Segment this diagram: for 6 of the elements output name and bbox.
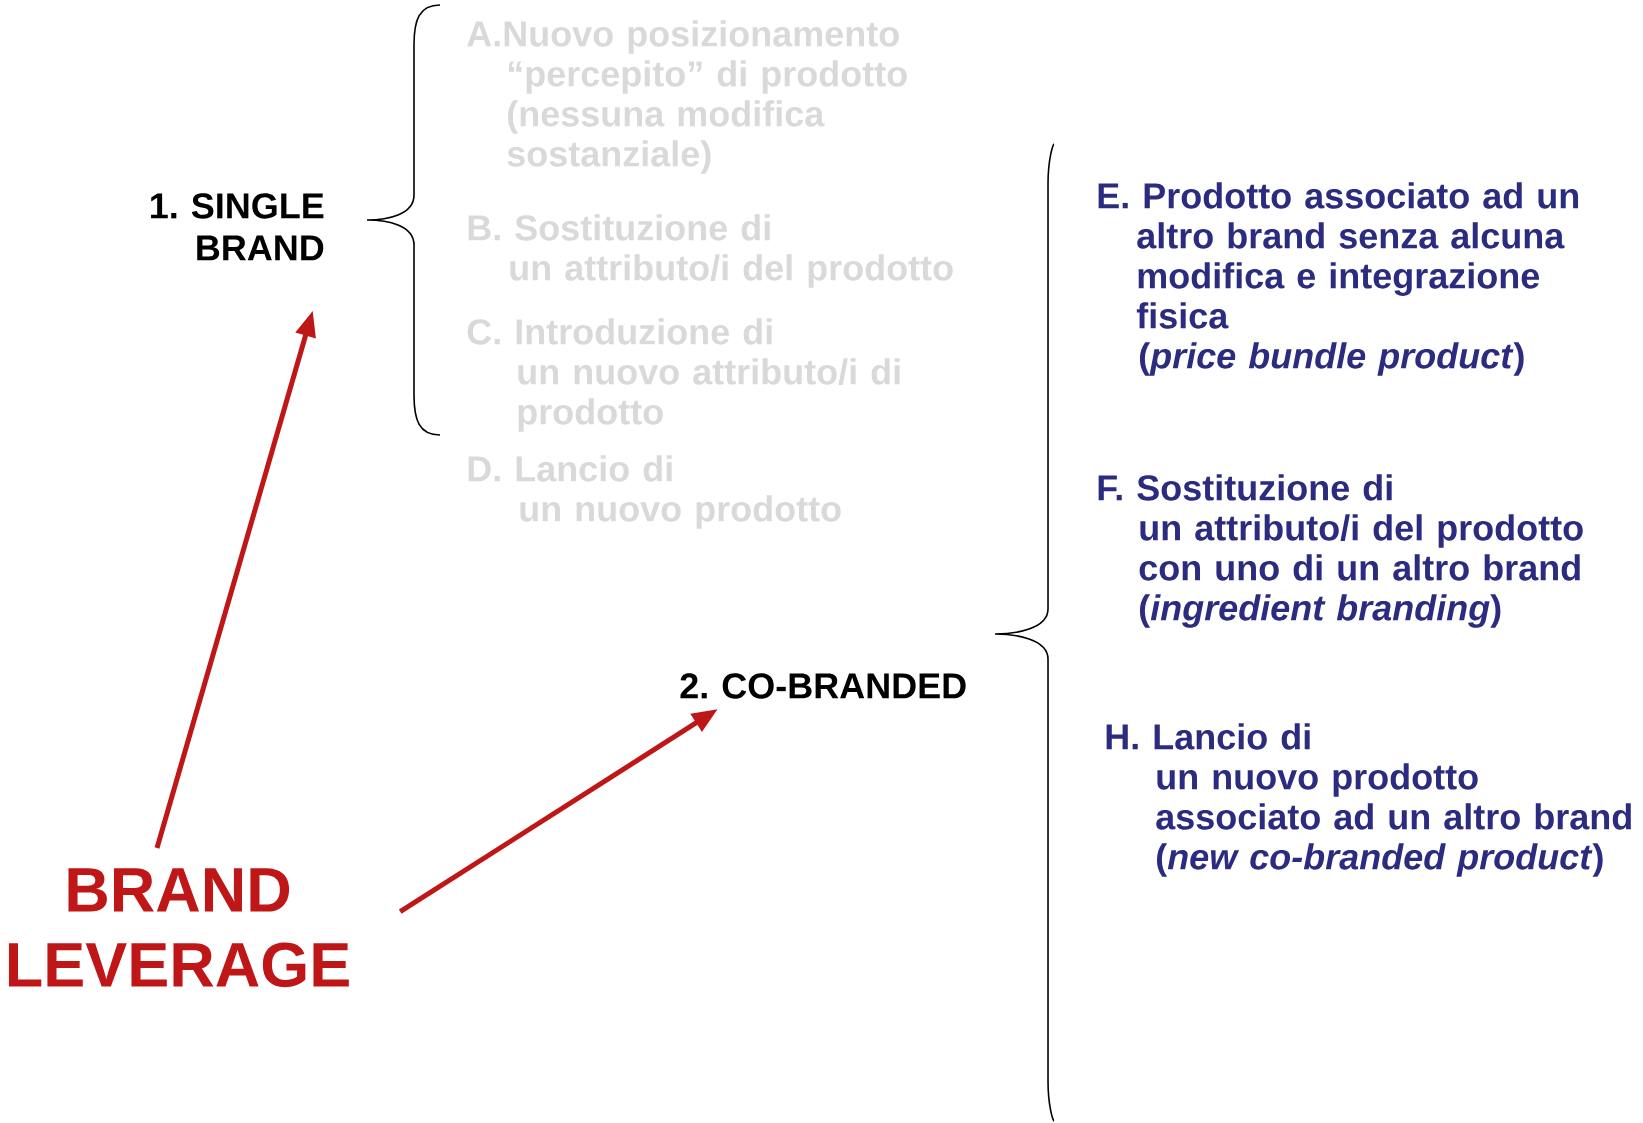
category-label: 2. CO-BRANDED xyxy=(680,673,966,699)
list-item: E. Prodotto associato ad un altro brand senza alcuna modifica e integrazione fisica (price bundle product) xyxy=(1098,182,1579,376)
list-item: H. Lancio di un nuovo prodotto associato ad un altro brand (new co-branded product) xyxy=(1106,723,1631,877)
category-label: 1. SINGLE BRAND xyxy=(151,193,324,261)
list-item: F. Sostituzione di un attributo/i del prodotto con uno di un altro brand (ingredient branding) xyxy=(1098,474,1583,628)
title-text: BRAND LEVERAGE xyxy=(8,868,349,988)
